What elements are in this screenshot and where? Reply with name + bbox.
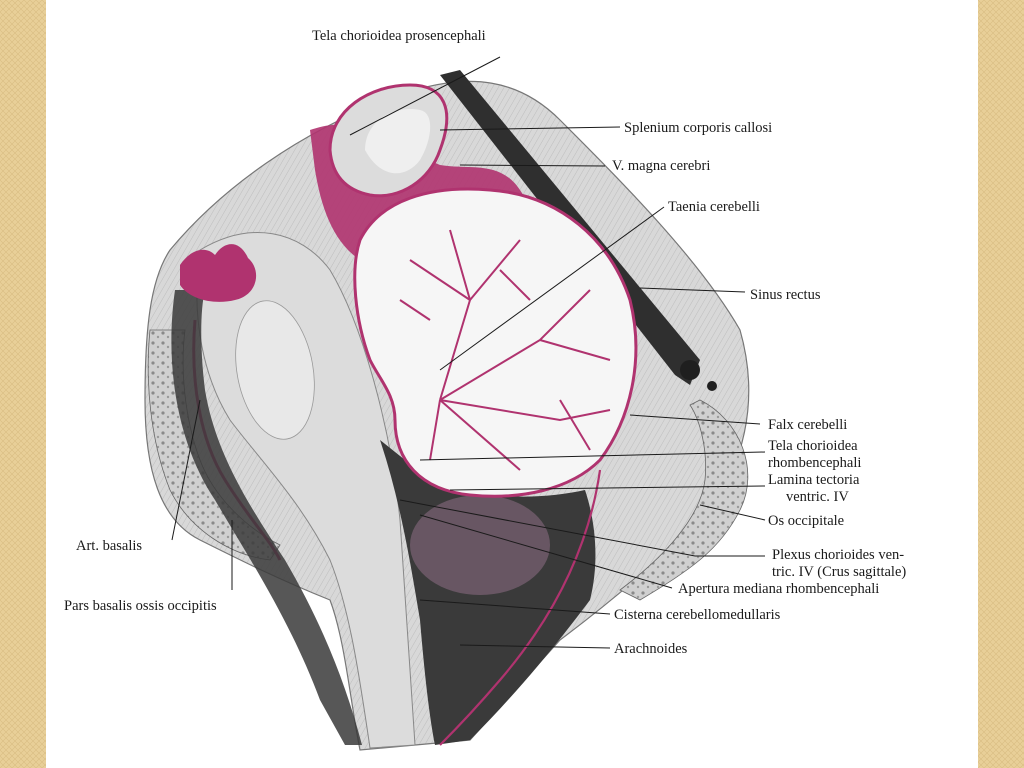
label-tela-prosencephali: Tela chorioidea prosencephali [312, 28, 486, 44]
label-tela-rhomb-line1: Tela chorioidea [768, 438, 858, 454]
tela-knot-left [180, 244, 257, 302]
label-lamina-line2: ventric. IV [786, 489, 849, 505]
arachnoid-line [439, 469, 602, 746]
label-falx: Falx cerebelli [768, 417, 848, 433]
label-arachnoides: Arachnoides [614, 641, 688, 657]
sinus-hole-1 [680, 360, 700, 380]
label-cisterna: Cisterna cerebellomedullaris [614, 607, 781, 623]
splenium-inner [365, 109, 431, 174]
cisterna-swirl [410, 495, 550, 595]
label-plexus-line1: Plexus chorioides ven- [772, 547, 905, 563]
left-border [0, 0, 46, 768]
label-tela-rhomb-line2: rhombencephali [768, 455, 862, 471]
label-art-basalis: Art. basalis [76, 538, 143, 554]
anterior-dark-channel [171, 290, 362, 745]
right-border [978, 0, 1024, 768]
label-apertura: Apertura mediana rhombencephali [678, 581, 880, 597]
sinus-hole-2 [707, 381, 717, 391]
label-taenia: Taenia cerebelli [668, 199, 760, 215]
label-v-magna: V. magna cerebri [612, 158, 711, 174]
label-sinus-rectus: Sinus rectus [750, 287, 821, 303]
label-splenium: Splenium corporis callosi [624, 120, 773, 136]
arbor-vitae [399, 229, 611, 471]
label-os-occipitale: Os occipitale [768, 513, 845, 529]
label-plexus-line2: tric. IV (Crus sagittale) [772, 564, 907, 580]
label-lamina-line1: Lamina tectoria [768, 472, 860, 488]
leader-lines [171, 56, 766, 649]
label-pars-basalis: Pars basalis ossis occipitis [64, 598, 217, 614]
pons-ellipse [235, 300, 315, 440]
os-occipitale-region [619, 399, 749, 601]
